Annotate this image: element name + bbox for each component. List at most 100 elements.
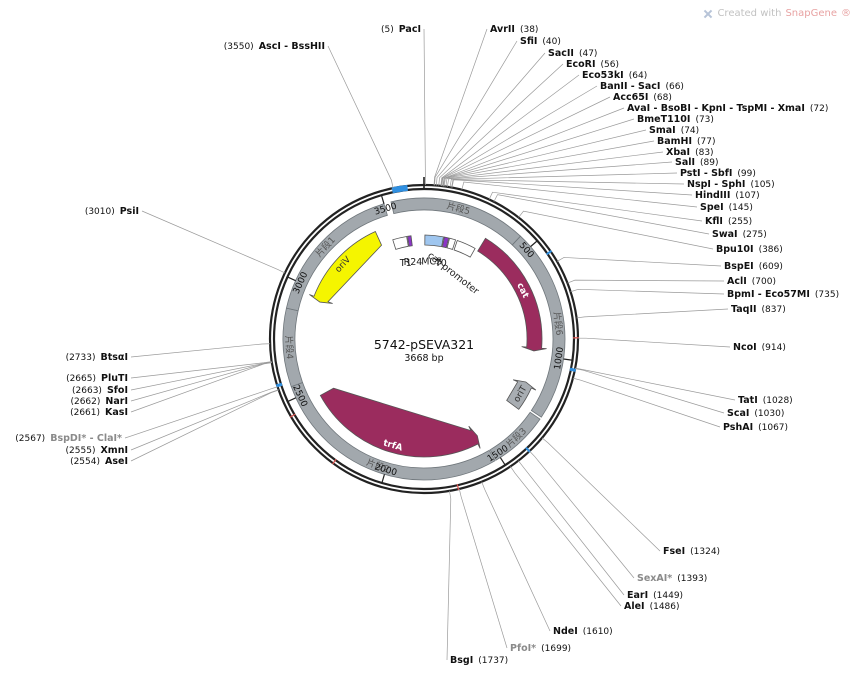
enzyme-name: SexAI* — [637, 573, 672, 584]
enzyme-label: FseI(1324) — [663, 546, 720, 557]
enzyme-label: EcoRI(56) — [566, 59, 619, 70]
enzyme-label: BmeT110I (73) — [637, 114, 714, 125]
enzyme-leader-line — [567, 279, 725, 284]
enzyme-leader-line — [443, 129, 647, 187]
enzyme-leader-line — [577, 337, 731, 348]
enzyme-label: PfoI*(1699) — [510, 643, 571, 654]
enzyme-leader-line — [518, 460, 625, 596]
enzyme-leader-line — [440, 74, 580, 186]
feature-label: T0 — [434, 258, 447, 269]
enzyme-position: (83) — [695, 148, 713, 158]
enzyme-label: (2663) SfoI — [72, 385, 128, 396]
enzyme-label: SacII(47) — [548, 48, 597, 59]
enzyme-label: SpeI(145) — [700, 202, 753, 213]
enzyme-name: SalI — [675, 157, 695, 168]
enzyme-name: AclI — [727, 276, 747, 287]
enzyme-position: (72) — [810, 104, 828, 114]
enzyme-leader-line — [570, 288, 725, 295]
enzyme-name: SfoI — [107, 385, 128, 396]
backbone-site-marker — [569, 367, 577, 372]
enzyme-name: PacI — [399, 24, 421, 35]
enzyme-position: (77) — [697, 137, 715, 147]
feature-label: R24 — [404, 257, 423, 268]
enzyme-position: (837) — [762, 305, 786, 315]
backbone-site-marker — [289, 413, 296, 418]
enzyme-name: SwaI — [712, 229, 738, 240]
enzymes-layer: AvrII(38)SfiI(40)SacII(47)EcoRI(56)Eco53… — [15, 24, 839, 666]
enzyme-label: PshAI(1067) — [723, 422, 788, 433]
enzyme-label: AvrII(38) — [490, 24, 538, 35]
enzyme-position: (56) — [601, 60, 619, 70]
feature-label: cat promoter — [425, 250, 481, 297]
enzyme-leader-line — [130, 362, 272, 413]
enzyme-label: EarI(1449) — [627, 590, 683, 601]
enzyme-label: (2661)KasI — [70, 407, 128, 418]
enzyme-leader-line — [327, 45, 394, 189]
enzyme-label: BanII - SacI(66) — [600, 81, 684, 92]
feature-t1 — [392, 236, 409, 250]
enzyme-leader-line — [441, 85, 598, 187]
segment-label: 片段6 — [551, 311, 566, 336]
enzyme-position: (73) — [695, 115, 713, 125]
enzyme-position: (64) — [629, 71, 647, 81]
enzyme-label: (3550) AscI - BssHII — [224, 41, 325, 52]
enzyme-name: AscI - BssHII — [259, 41, 325, 52]
tick-label: 1000 — [553, 346, 566, 370]
enzyme-position: (74) — [681, 126, 699, 136]
backbone-site-marker — [331, 458, 337, 465]
enzyme-position: (3550) — [224, 42, 254, 52]
enzyme-position: (105) — [750, 180, 774, 190]
enzyme-label: (2733)BtsαI — [66, 352, 128, 363]
enzyme-leader-line — [438, 63, 564, 186]
enzyme-name: SmaI — [649, 125, 676, 136]
feature-t0b — [446, 237, 457, 250]
enzyme-position: (99) — [737, 169, 755, 179]
enzyme-name: AseI — [105, 456, 128, 467]
enzyme-name: BspDI* - ClaI* — [50, 433, 122, 444]
enzyme-leader-line — [481, 481, 551, 632]
enzyme-position: (1610) — [583, 627, 613, 637]
enzyme-position: (5) — [381, 25, 394, 35]
tick-mark — [530, 240, 538, 248]
enzyme-leader-line — [446, 490, 452, 661]
enzyme-leader-line — [451, 179, 693, 196]
tick-mark — [287, 397, 297, 403]
watermark-brand: SnapGene — [785, 8, 837, 19]
enzyme-leader-line — [575, 368, 725, 414]
enzyme-label: XbaI(83) — [666, 147, 714, 158]
enzyme-position: (386) — [759, 245, 783, 255]
feature-cat — [477, 237, 547, 352]
enzyme-label: NcoI(914) — [733, 342, 786, 353]
enzyme-name: BmeT110I — [637, 114, 690, 125]
enzyme-leader-line — [130, 361, 272, 379]
enzyme-position: (2662) — [70, 397, 100, 407]
enzyme-label: ScaI (1030) — [727, 408, 784, 419]
tick-mark — [287, 276, 296, 282]
enzyme-leader-line — [130, 361, 272, 391]
enzyme-label: BsgI(1737) — [450, 655, 508, 666]
enzyme-name: ScaI — [727, 408, 749, 419]
enzyme-label: BspEI(609) — [724, 261, 783, 272]
enzyme-position: (2555) — [66, 446, 96, 456]
enzyme-leader-line — [461, 181, 698, 208]
enzyme-leader-line — [434, 40, 518, 186]
enzyme-label: SwaI(275) — [712, 229, 767, 240]
enzyme-name: AvrII — [490, 24, 515, 35]
enzyme-label: PstI - SbfI(99) — [680, 168, 756, 179]
enzyme-name: PshAI — [723, 422, 753, 433]
enzyme-position: (1393) — [677, 574, 707, 584]
enzyme-label: BamHI(77) — [657, 136, 716, 147]
tick-mark — [563, 358, 573, 361]
enzyme-position: (2663) — [72, 386, 102, 396]
enzyme-position: (1030) — [754, 409, 784, 419]
enzyme-position: (145) — [729, 203, 753, 213]
enzyme-label: NdeI(1610) — [553, 626, 613, 637]
tick-mark — [381, 474, 386, 484]
enzyme-label: SalI(89) — [675, 157, 719, 168]
enzyme-position: (66) — [665, 82, 683, 92]
enzyme-name: Bpu10I — [716, 244, 754, 255]
enzyme-leader-line — [130, 389, 279, 462]
enzyme-name: BtsαI — [101, 352, 129, 363]
enzyme-leader-line — [541, 437, 661, 552]
